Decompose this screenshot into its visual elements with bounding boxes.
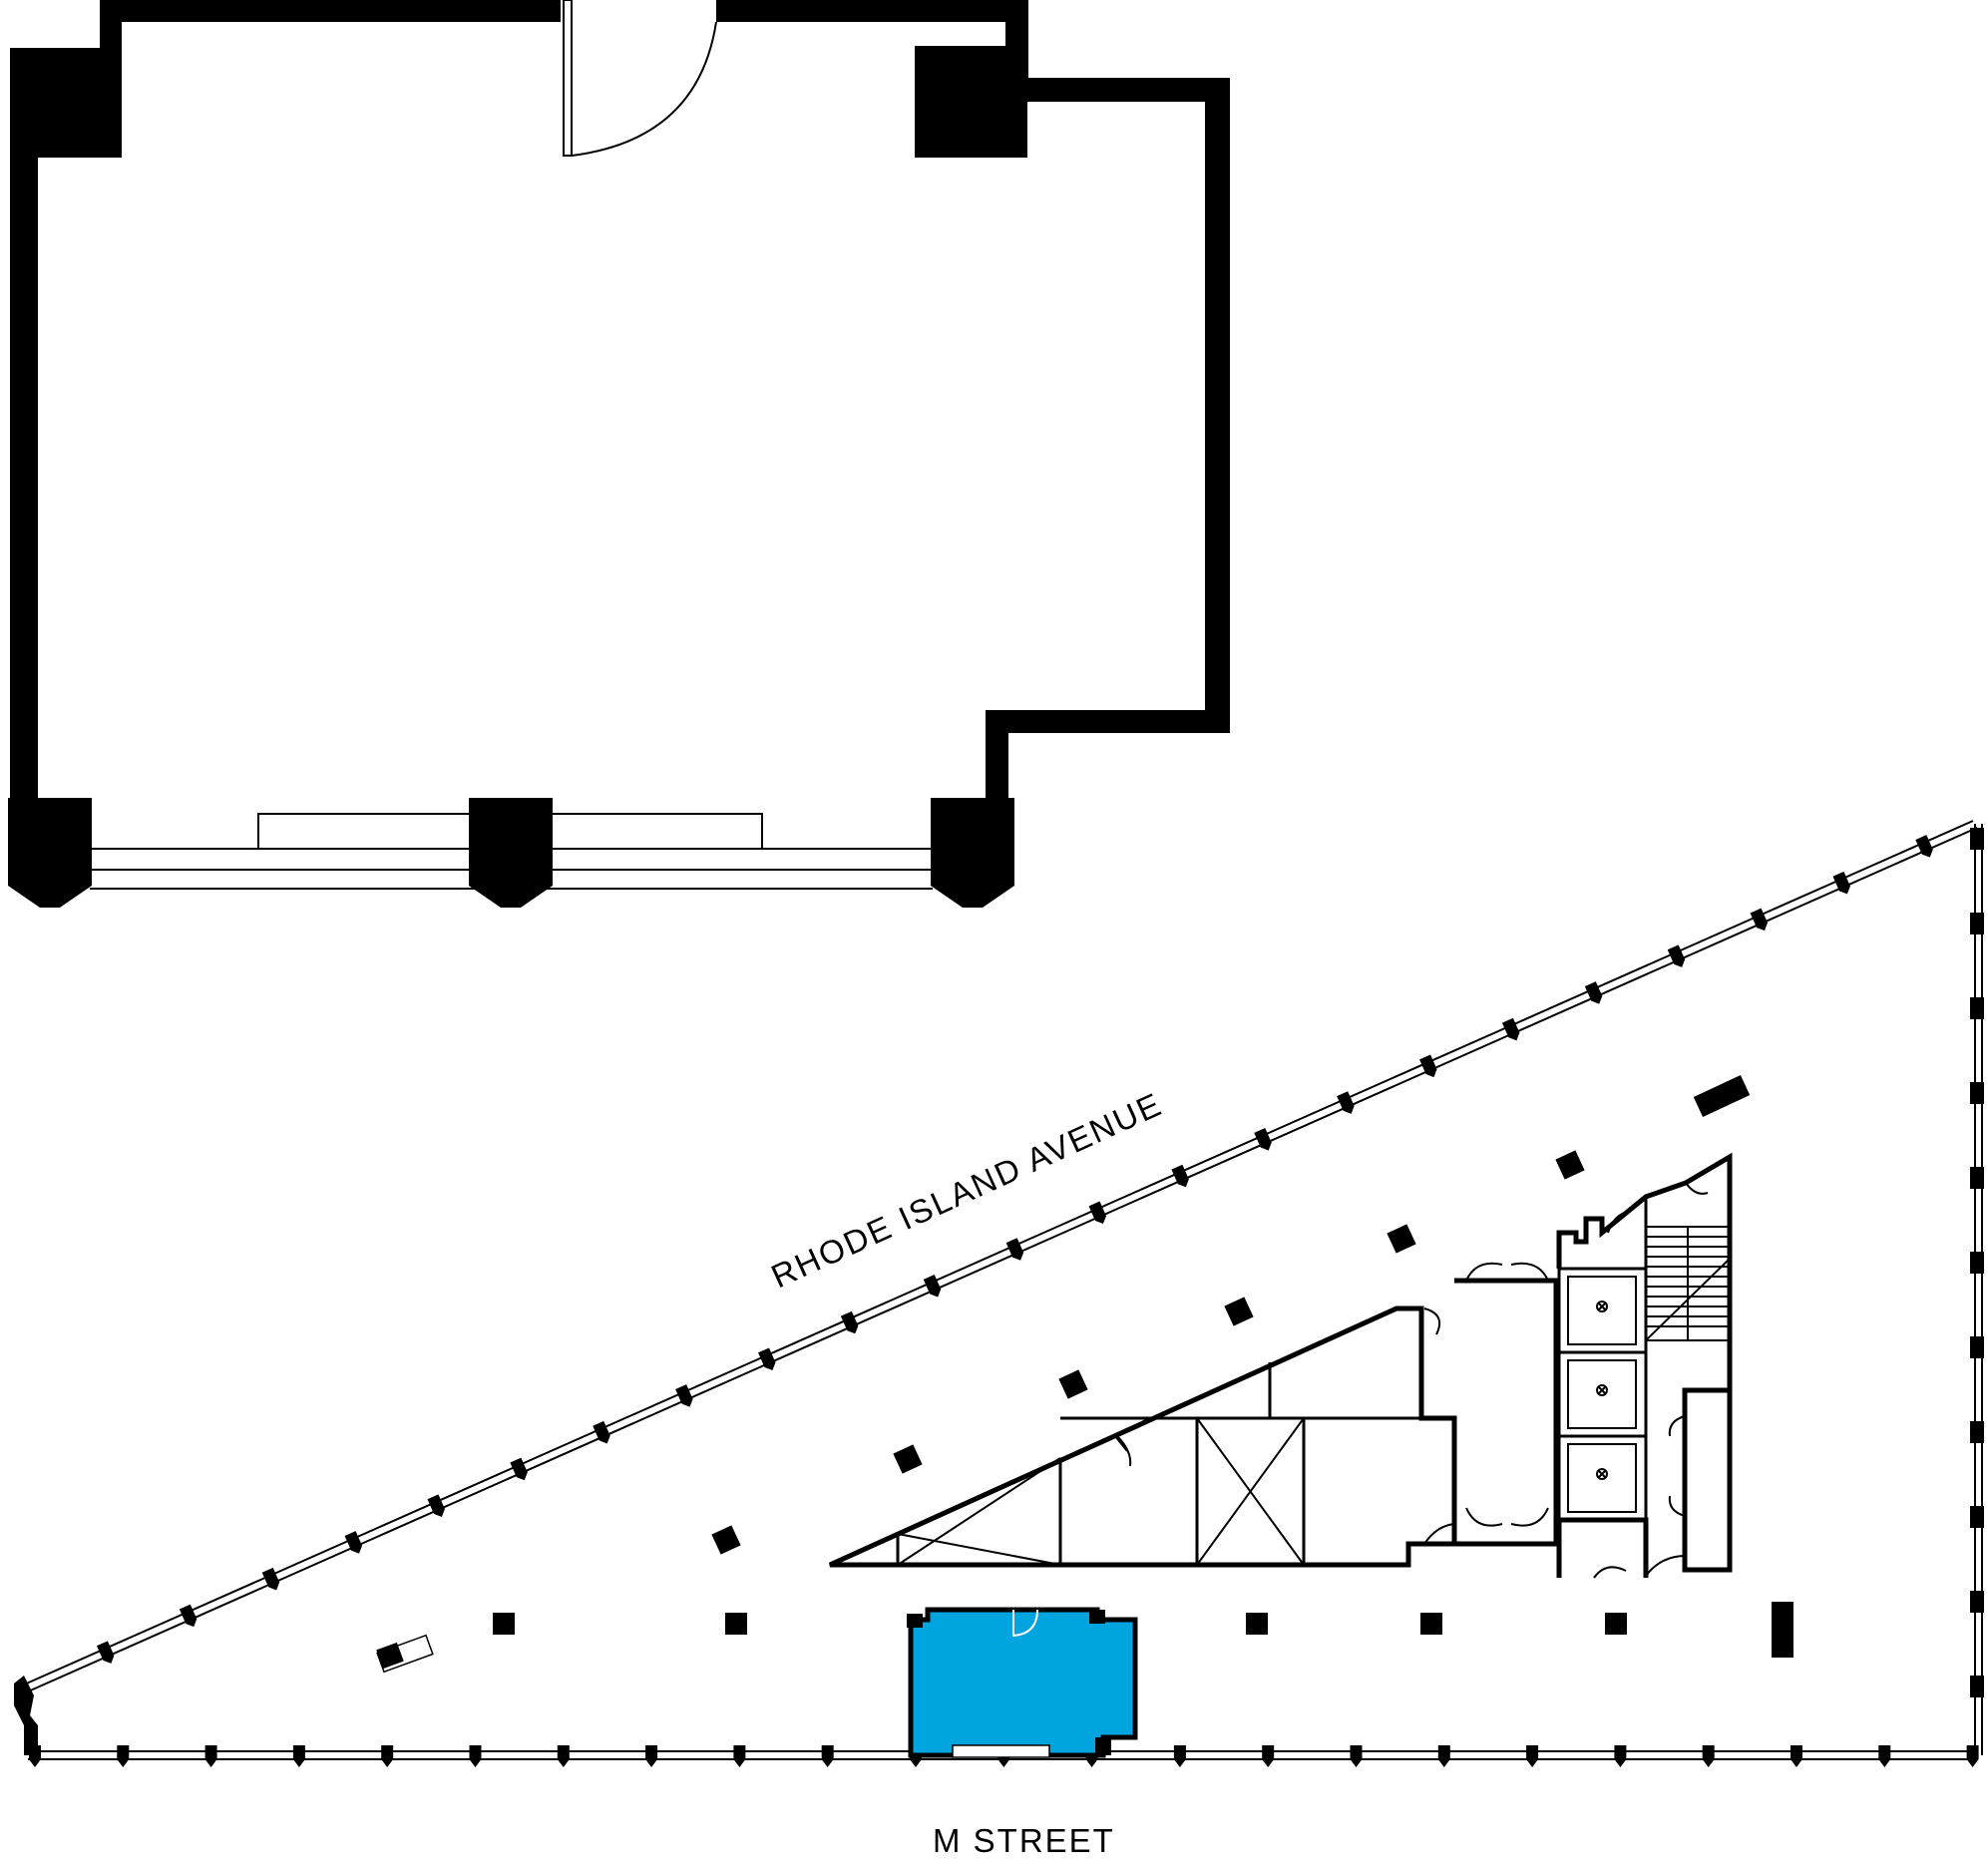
facade-column — [1171, 1164, 1189, 1188]
suite-left-wall — [10, 48, 122, 806]
interior-column — [893, 1444, 923, 1474]
suite-column-right — [931, 798, 1014, 908]
suite-corner-block-left — [10, 48, 122, 158]
facade-column — [1005, 1238, 1024, 1261]
facade-column — [1667, 944, 1686, 967]
interior-column — [711, 1525, 741, 1555]
facade-column — [117, 1745, 130, 1767]
suite-top-right-wall — [716, 0, 1230, 806]
facade-column — [923, 1274, 942, 1298]
suite-window — [952, 1744, 1050, 1758]
facade-column — [1702, 1745, 1715, 1767]
facade-column — [1970, 1676, 1984, 1697]
interior-column — [1224, 1297, 1254, 1326]
facade-column — [381, 1745, 394, 1767]
facade-column — [29, 1745, 41, 1767]
interior-column — [1387, 1224, 1416, 1254]
stair-treads — [1645, 1226, 1731, 1341]
facade-column — [1750, 908, 1769, 932]
facade-column — [1584, 981, 1603, 1004]
interior-columns — [376, 1075, 1793, 1674]
suite-outer-wall — [100, 0, 561, 48]
facade-column — [1526, 1745, 1539, 1767]
facade-column — [1970, 1252, 1984, 1274]
m-street-columns — [29, 1745, 1979, 1767]
facade-column — [261, 1567, 280, 1591]
facade-column — [1970, 1506, 1984, 1528]
highlighted-suite-fill — [908, 1607, 1138, 1758]
facade-column — [1337, 1091, 1355, 1114]
facade-column — [1437, 1745, 1450, 1767]
facade-column — [1878, 1745, 1891, 1767]
east-facade — [1974, 824, 1983, 1755]
facade-column — [1966, 1745, 1979, 1767]
facade-column — [510, 1457, 528, 1481]
facade-column — [1350, 1745, 1363, 1767]
facade-column — [1970, 1336, 1984, 1358]
interior-column — [376, 1642, 404, 1670]
facade-column — [469, 1745, 482, 1767]
interior-column — [1420, 1613, 1442, 1635]
interior-column — [493, 1613, 515, 1635]
facade-column — [1254, 1128, 1272, 1151]
suite-door-leaf — [563, 0, 573, 157]
facade-column — [1262, 1745, 1275, 1767]
facade-column — [1970, 913, 1984, 934]
facade-column — [1970, 828, 1984, 850]
facade-column — [1970, 1082, 1984, 1104]
facade-column — [593, 1420, 610, 1444]
suite-corner-block-right — [915, 46, 1027, 158]
interior-column — [1246, 1613, 1268, 1635]
west-tip-wall — [14, 1676, 38, 1755]
facade-column — [344, 1531, 363, 1554]
interior-column — [1058, 1369, 1088, 1399]
facade-column — [1970, 997, 1984, 1019]
suite-door — [1012, 1609, 1038, 1638]
m-street-label: M STREET — [933, 1822, 1115, 1859]
interior-column — [1693, 1075, 1751, 1117]
facade-column — [1832, 871, 1850, 895]
facade-column — [96, 1641, 115, 1664]
rhode-island-columns — [96, 835, 1933, 1664]
facade-column — [204, 1745, 217, 1767]
rhode-island-avenue-label: RHODE ISLAND AVENUE — [766, 1085, 1168, 1295]
facade-column — [1970, 1167, 1984, 1189]
suite-door-swing — [571, 21, 717, 157]
suite-window-wall — [8, 798, 1014, 908]
facade-column — [557, 1745, 570, 1767]
suite-column-left — [8, 798, 92, 908]
facade-column — [733, 1745, 746, 1767]
interior-column — [1772, 1602, 1793, 1658]
service-core — [828, 1152, 1733, 1579]
facade-column — [179, 1604, 198, 1628]
interior-column — [725, 1613, 747, 1635]
suite-detail-plan — [8, 0, 1230, 908]
floor-key-plan: RHODE ISLAND AVENUE M STREET — [14, 820, 1984, 1859]
facade-column — [1173, 1745, 1186, 1767]
facade-column — [758, 1347, 776, 1370]
facade-column — [1501, 1017, 1520, 1041]
facade-column — [427, 1494, 445, 1517]
east-columns — [1970, 828, 1984, 1697]
highlighted-suite — [907, 1607, 1138, 1758]
facade-column — [645, 1745, 658, 1767]
facade-column — [292, 1745, 305, 1767]
facade-column — [1915, 835, 1933, 858]
facade-column — [1970, 1421, 1984, 1443]
interior-column — [1605, 1613, 1627, 1635]
facade-column — [1088, 1201, 1106, 1225]
facade-column — [840, 1310, 859, 1334]
interior-column — [1555, 1150, 1585, 1180]
facade-column — [1790, 1745, 1802, 1767]
facade-column — [821, 1745, 834, 1767]
facade-column — [675, 1384, 693, 1407]
facade-column — [1970, 1591, 1984, 1613]
suite-column-middle — [469, 798, 553, 908]
facade-column — [1614, 1745, 1627, 1767]
facade-column — [1419, 1054, 1437, 1078]
